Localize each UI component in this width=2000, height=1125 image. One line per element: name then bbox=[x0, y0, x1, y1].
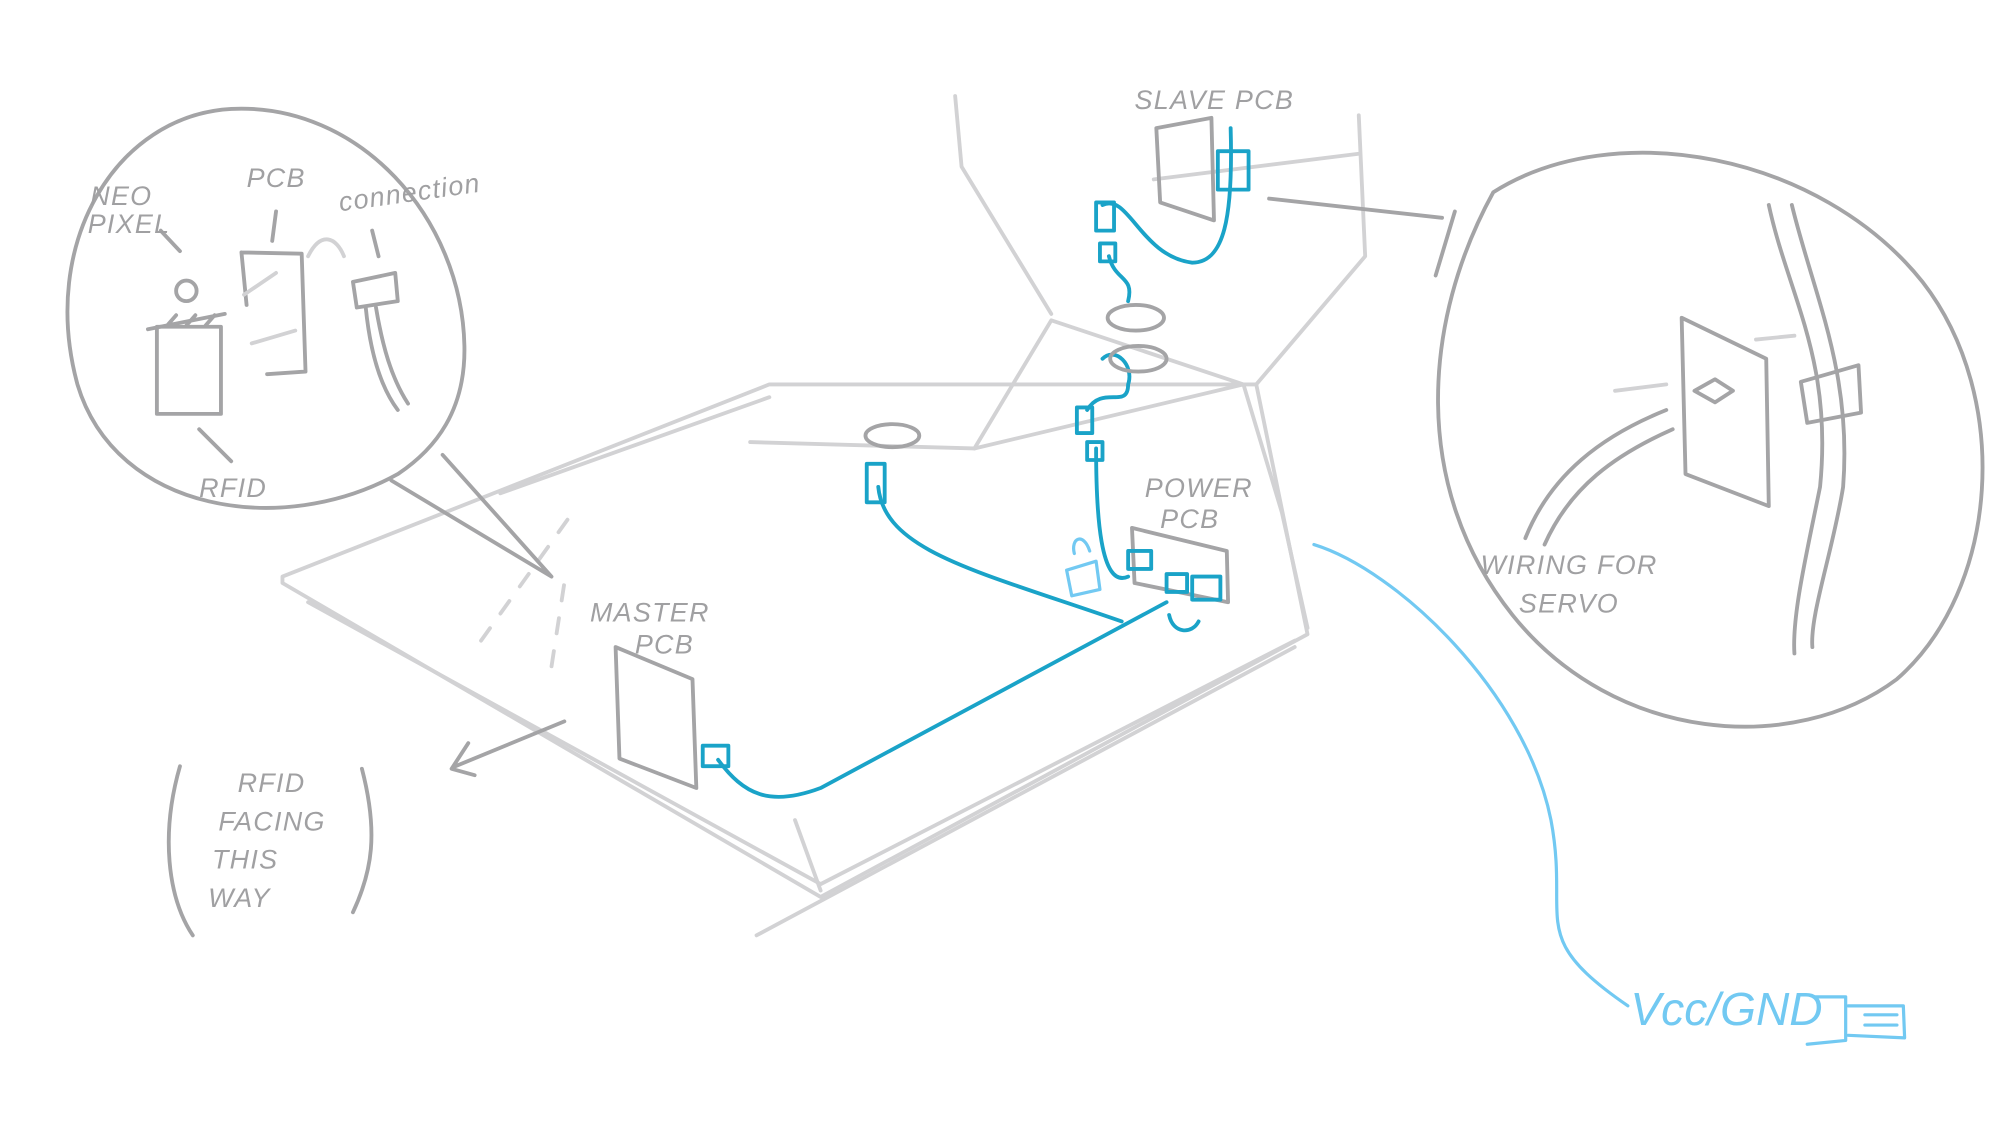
label-power-pcb-1: POWER bbox=[1145, 473, 1253, 503]
power-pcb bbox=[1130, 525, 1230, 605]
arrow-icon bbox=[449, 719, 567, 778]
label-vcc-gnd: Vcc/GND bbox=[1630, 983, 1822, 1035]
label-slave-pcb: SLAVE PCB bbox=[1135, 85, 1295, 115]
label-connection: connection bbox=[337, 168, 483, 218]
label-neo-pixel-2: PIXEL bbox=[88, 209, 171, 239]
label-neo-pixel-1: NEO bbox=[90, 181, 152, 211]
label-rfid-facing-1: RFID bbox=[238, 768, 306, 798]
servo-detail-bubble bbox=[1267, 150, 1985, 729]
label-wiring-for-servo-2: SERVO bbox=[1519, 588, 1619, 618]
label-power-pcb-2: PCB bbox=[1160, 504, 1219, 534]
label-rfid-facing-2: FACING bbox=[218, 806, 325, 836]
power-wiring bbox=[1312, 542, 1907, 1046]
left-bracket bbox=[166, 764, 195, 938]
label-rfid-facing-3: THIS bbox=[212, 845, 278, 875]
label-rfid-facing-4: WAY bbox=[208, 883, 271, 913]
label-master-pcb-1: MASTER bbox=[590, 597, 710, 627]
enclosure-box bbox=[280, 94, 1368, 938]
label-master-pcb-2: PCB bbox=[635, 629, 694, 659]
label-pcb: PCB bbox=[247, 163, 306, 193]
label-rfid: RFID bbox=[199, 473, 267, 503]
neopixel-detail-bubble bbox=[65, 106, 554, 579]
master-pcb bbox=[613, 645, 699, 790]
label-wiring-for-servo-1: WIRING FOR bbox=[1480, 550, 1657, 580]
signal-wiring bbox=[700, 126, 1251, 799]
right-bracket bbox=[351, 766, 374, 915]
slave-pcb bbox=[1154, 115, 1216, 223]
